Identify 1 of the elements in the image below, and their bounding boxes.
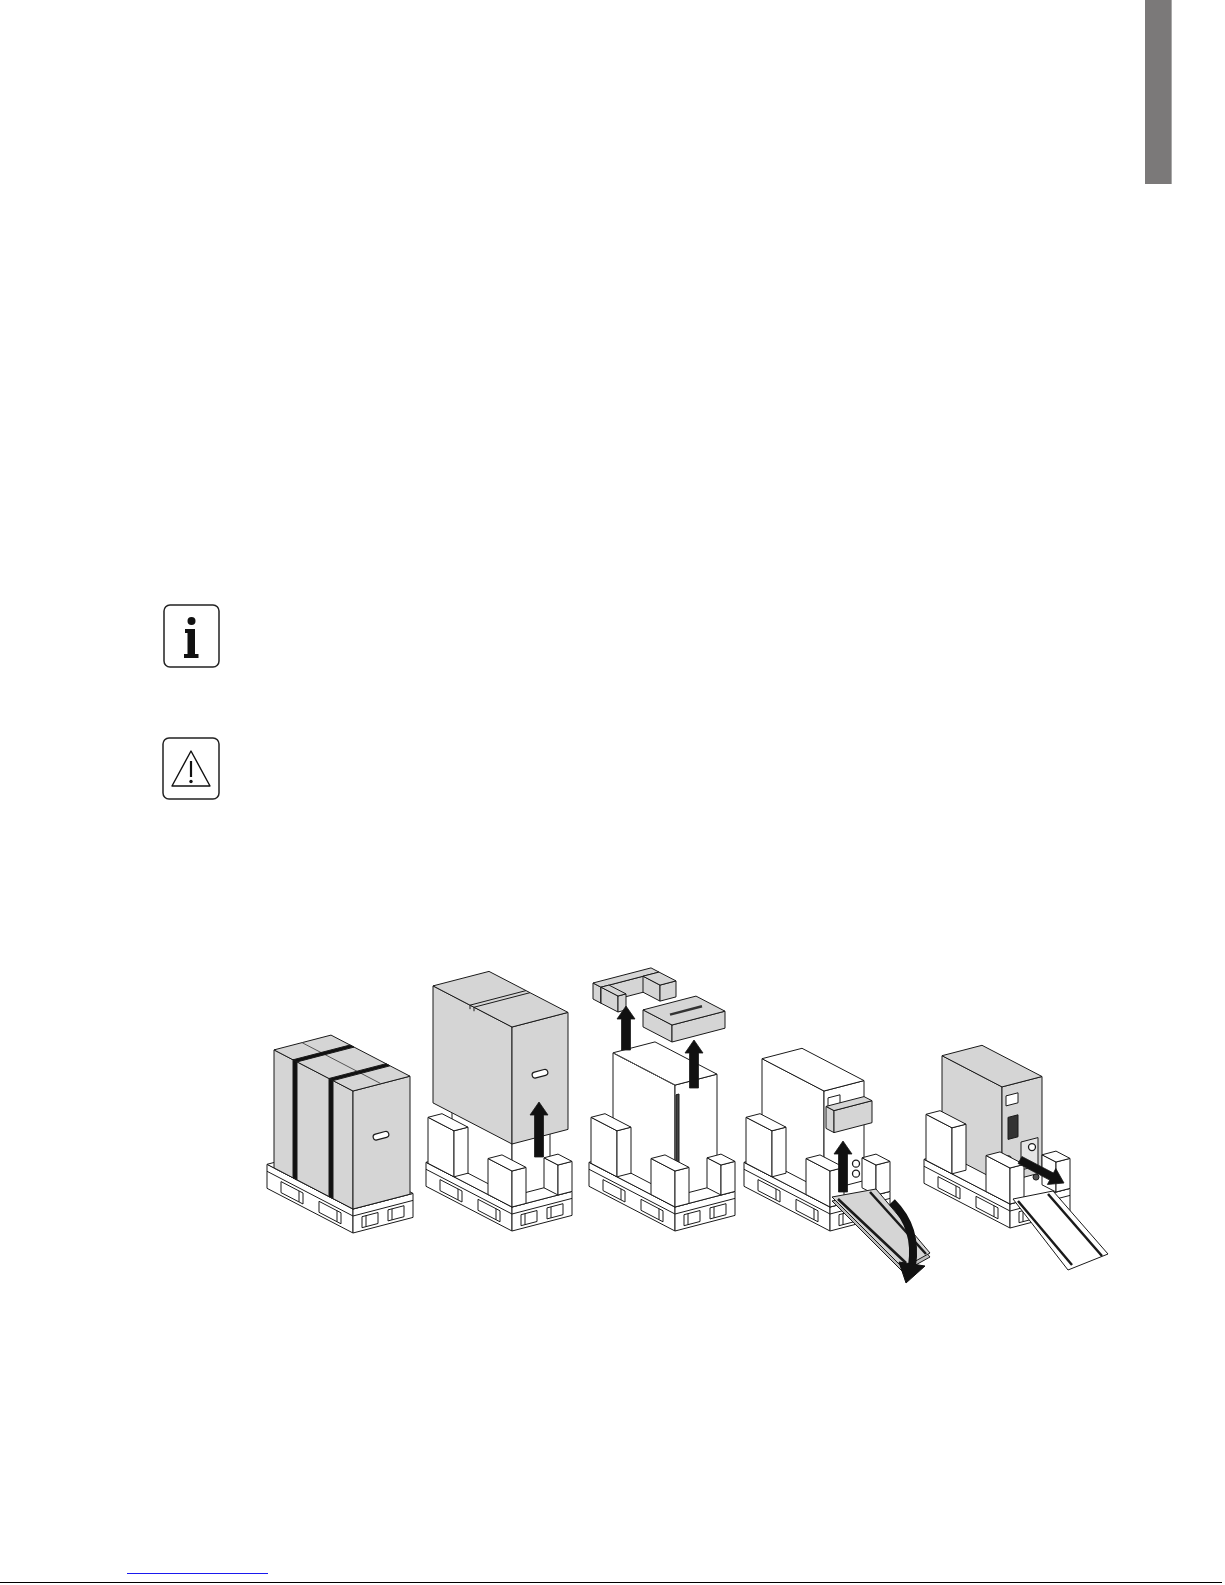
section-tab bbox=[1145, 0, 1172, 184]
